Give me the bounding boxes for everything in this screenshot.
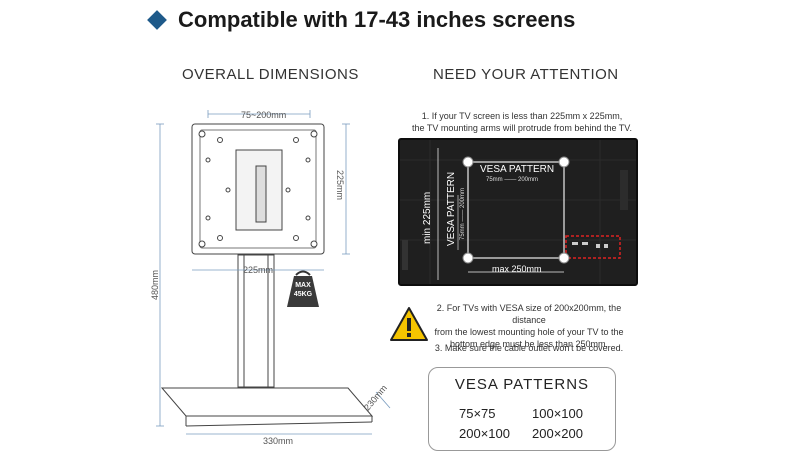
diamond-bullet-icon	[147, 10, 167, 30]
stand-pole	[237, 254, 275, 388]
tv-back-graphic	[400, 140, 636, 284]
mounting-plate	[191, 123, 325, 255]
note-2-line-1: 2. For TVs with VESA size of 200x200mm, …	[436, 303, 622, 325]
note-2-line-2: from the lowest mounting hole of your TV…	[434, 327, 624, 337]
vesa-patterns-box: VESA PATTERNS 75×75 100×100 200×100 200×…	[428, 367, 616, 451]
vesa-pattern-item: 200×100	[459, 426, 510, 441]
vesa-h-label: VESA PATTERN	[480, 164, 555, 175]
page-title: Compatible with 17-43 inches screens	[178, 7, 576, 32]
page-header: Compatible with 17-43 inches screens	[147, 6, 576, 34]
plate-height-label: 225mm	[335, 170, 345, 201]
note-1-line-1: 1. If your TV screen is less than 225mm …	[421, 111, 623, 121]
plate-width-label: 225mm	[243, 265, 274, 275]
vesa-v-label: VESA PATTERN	[446, 171, 457, 246]
attention-title: NEED YOUR ATTENTION	[433, 66, 619, 83]
note-1-line-2: the TV mounting arms will protrude from …	[412, 123, 632, 133]
tv-back-image: VESA PATTERN 75mm —— 200mm VESA PATTERN …	[398, 138, 638, 286]
max-badge-line2: 45KG	[293, 291, 313, 298]
vesa-h-range: 75mm —— 200mm	[486, 177, 539, 183]
vesa-v-range: 75mm —— 200mm	[460, 187, 466, 240]
stand-diagram	[156, 110, 391, 435]
stand-base	[160, 387, 374, 417]
vesa-patterns-title: VESA PATTERNS	[454, 376, 590, 393]
max-weight-badge: MAX 45KG	[286, 268, 320, 308]
max-badge-line1: MAX	[295, 282, 311, 289]
note-2: 2. For TVs with VESA size of 200x200mm, …	[424, 302, 634, 350]
warning-icon	[390, 307, 428, 341]
vesa-pattern-item: 75×75	[459, 406, 496, 421]
note-3: 3. Make sure the cable outlet won't be c…	[434, 343, 624, 353]
vesa-pattern-item: 200×200	[532, 426, 583, 441]
note-2-line-3: bottom edge must be less than 250mm.	[449, 339, 609, 349]
weight-icon	[287, 270, 319, 307]
vesa-pattern-item: 100×100	[532, 406, 583, 421]
note-1: 1. If your TV screen is less than 225mm …	[392, 110, 652, 134]
vesa-width-label: 75~200mm	[241, 110, 287, 120]
base-width-label: 330mm	[263, 436, 294, 446]
min-height-label: min 225mm	[422, 191, 433, 244]
max-distance-label: max 250mm	[492, 264, 542, 274]
overall-dimensions-title: OVERALL DIMENSIONS	[182, 66, 359, 83]
total-height-label: 480mm	[150, 269, 160, 300]
